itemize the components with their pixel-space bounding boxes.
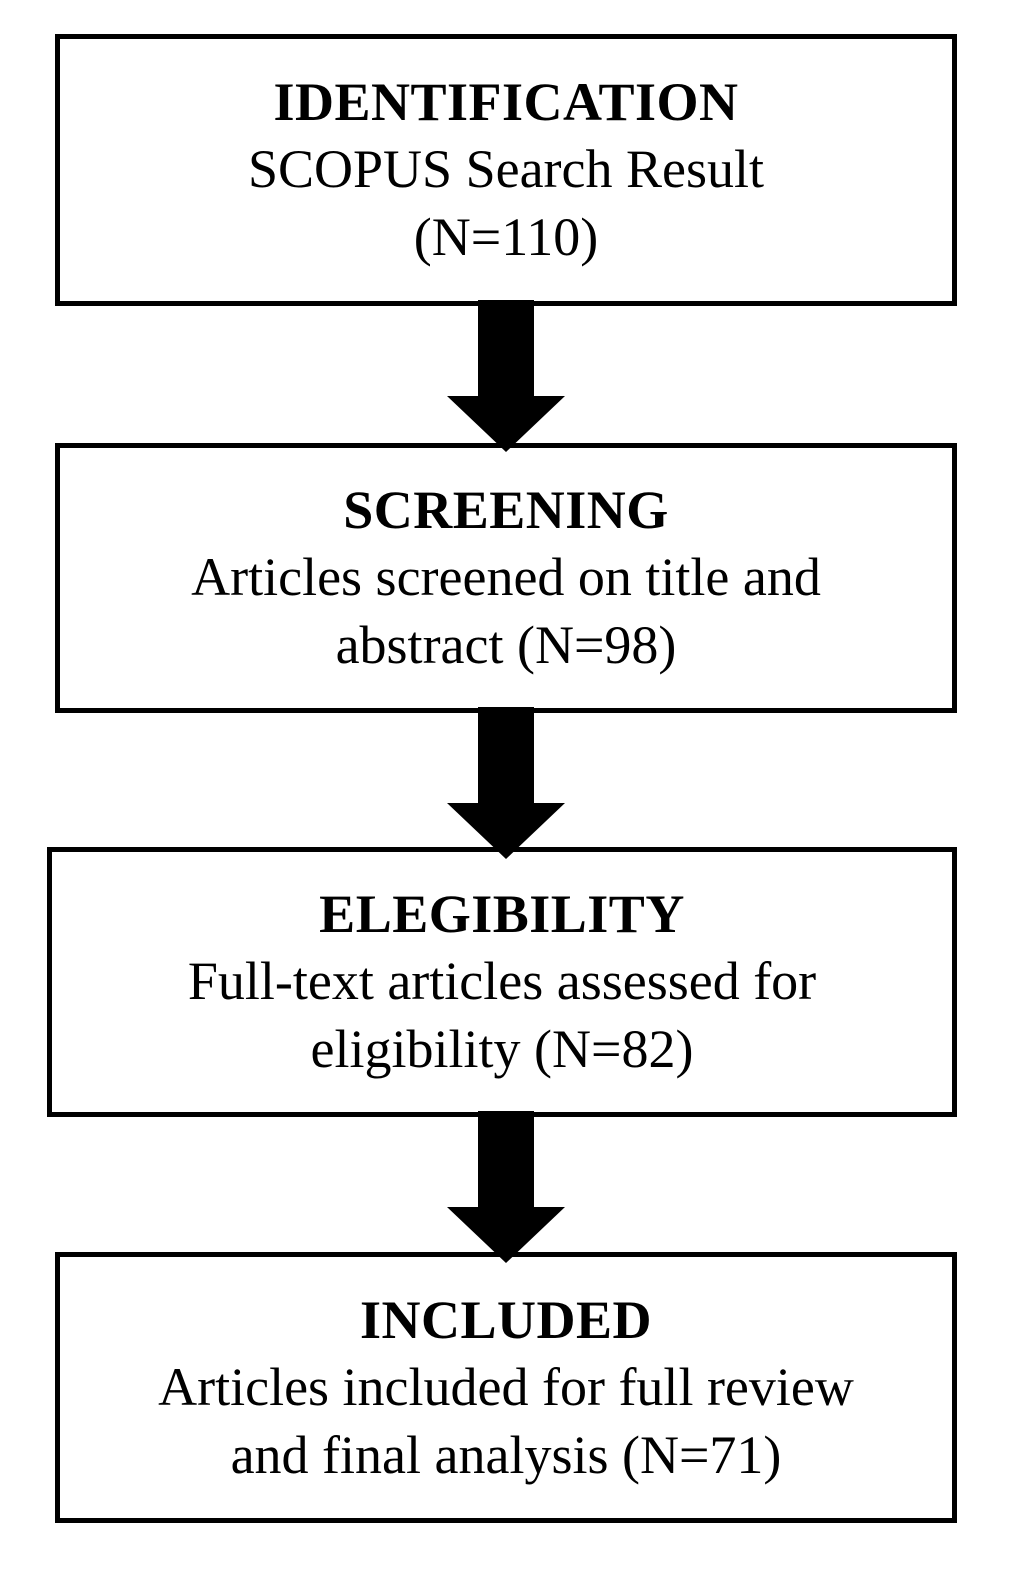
stage-title-elegibility: ELEGIBILITY bbox=[319, 884, 685, 944]
stage-count-identification: (N=110) bbox=[413, 207, 599, 267]
flow-box-elegibility: ELEGIBILITY Full-text articles assessed … bbox=[47, 847, 957, 1117]
stage-count-included: and final analysis (N=71) bbox=[230, 1424, 782, 1485]
stage-description-identification: SCOPUS Search Result (N=110) bbox=[248, 135, 764, 271]
down-block-arrow-icon bbox=[447, 707, 565, 859]
stage-description-elegibility: Full-text articles assessed for eligibil… bbox=[188, 947, 816, 1083]
stage-description-line-1: SCOPUS Search Result bbox=[247, 139, 765, 199]
stage-title-identification: IDENTIFICATION bbox=[273, 72, 739, 132]
stage-description-screening: Articles screened on title and abstract … bbox=[191, 543, 821, 679]
stage-description-line-1: Articles screened on title and bbox=[191, 547, 821, 607]
down-block-arrow-icon bbox=[447, 300, 565, 452]
flow-box-identification: IDENTIFICATION SCOPUS Search Result (N=1… bbox=[55, 34, 957, 306]
stage-count-screening: abstract (N=98) bbox=[335, 615, 677, 675]
stage-title-screening: SCREENING bbox=[343, 480, 669, 540]
stage-description-line-1: Full-text articles assessed for bbox=[187, 951, 817, 1011]
flow-box-screening: SCREENING Articles screened on title and… bbox=[55, 443, 957, 713]
down-block-arrow-icon bbox=[447, 1111, 565, 1263]
flow-box-included: INCLUDED Articles included for full revi… bbox=[55, 1252, 957, 1523]
stage-count-elegibility: eligibility (N=82) bbox=[310, 1019, 694, 1079]
stage-description-line-1: Articles included for full review bbox=[158, 1356, 854, 1417]
stage-title-included: INCLUDED bbox=[359, 1289, 653, 1350]
stage-description-included: Articles included for full review and fi… bbox=[158, 1353, 854, 1489]
